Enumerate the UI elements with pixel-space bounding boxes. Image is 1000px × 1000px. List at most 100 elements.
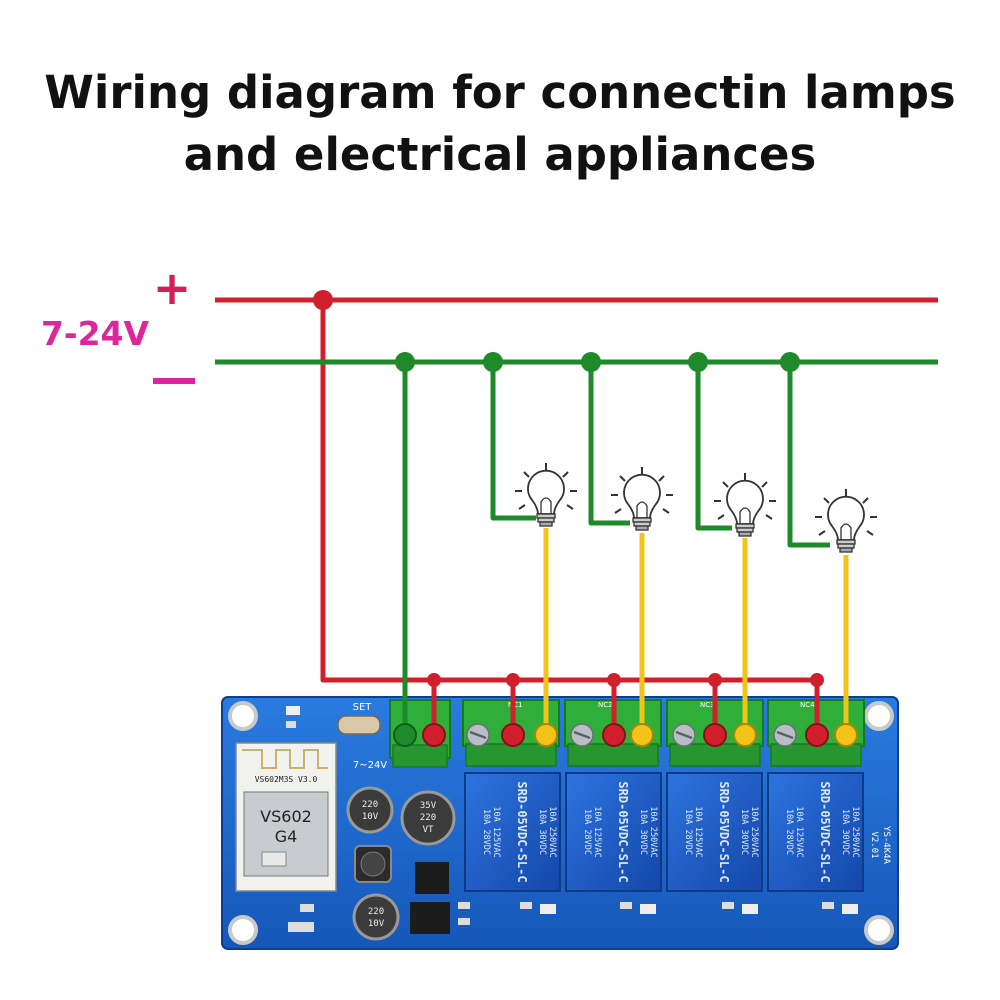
junction-dot [427,673,441,687]
relay-spec: 10A 250VAC [648,806,658,857]
junction-dot [810,673,824,687]
version-label: YS-4K4A V2.01 [869,826,891,865]
power-terminal-block [389,699,451,768]
module-id-text: VS602M3S V3.0 [255,775,318,784]
terminal-points [393,723,858,747]
smd-part [620,902,632,909]
relay-spec: 10A 250VAC [547,806,557,857]
relay-spec: 10A 250VAC [749,806,759,857]
relay-spec: 10A 28VDC [683,809,693,855]
title-line-1: Wiring diagram for connectin lamps [44,66,956,119]
smd-led [842,904,858,914]
smd-part [520,902,532,909]
capacitor: 220 10V [352,893,400,941]
set-label: SET [353,702,373,713]
channel-label: NC4 [800,701,815,709]
junction-dot [780,352,800,372]
module-sub: G4 [275,827,298,846]
terminal-screw[interactable] [671,722,697,748]
junction-dot [506,673,520,687]
smd-part [458,918,470,925]
smd-led [640,904,656,914]
capacitor: 220 10V [346,786,394,834]
positive-feed-wire [320,300,817,683]
cap2-line3: VT [423,825,434,835]
relay-model: SRD-05VDC-SL-C [818,781,832,882]
terminal-point-common[interactable] [805,723,829,747]
relay-model: SRD-05VDC-SL-C [515,781,529,882]
regulator-chip [410,902,450,934]
terminal-point-common[interactable] [501,723,525,747]
plus-label: + [153,261,192,315]
capacitor: 35V 220 VT [400,790,456,846]
negative-wiring [215,359,938,733]
smd-led [540,904,556,914]
smd-part [722,902,734,909]
channel-label: NC2 [598,701,613,709]
terminal-point-negative[interactable] [393,723,417,747]
relay-spec: 10A 125VAC [794,806,804,857]
negative-junctions [395,352,800,372]
terminal-point-no[interactable] [733,723,757,747]
version-line1: YS-4K4A [881,826,891,865]
relay-spec: 10A 125VAC [491,806,501,857]
junction-dot [708,673,722,687]
smd-part [458,902,470,909]
junction-dot [607,673,621,687]
terminal-point-no[interactable] [534,723,558,747]
channel-label: NC3 [700,701,715,709]
terminal-screw[interactable] [465,722,491,748]
relay-spec: 10A 250VAC [850,806,860,857]
voltage-label: 7-24V [41,314,150,353]
relay-model: SRD-05VDC-SL-C [616,781,630,882]
relay-spec: 10A 30VDC [739,809,749,855]
smd-part [822,902,834,909]
relay-spec: 10A 28VDC [582,809,592,855]
load-wiring [543,528,849,733]
relay-spec: 10A 30VDC [537,809,547,855]
cap2-line1: 35V [420,801,437,811]
relay [565,772,662,892]
smd-led [742,904,758,914]
relay-spec: 10A 28VDC [481,809,491,855]
terminal-point-common[interactable] [703,723,727,747]
diagram-title: Wiring diagram for connectin lamps and e… [0,62,1000,186]
positive-junctions [313,290,824,687]
version-line2: V2.01 [869,831,879,858]
terminal-screw[interactable] [569,722,595,748]
relay [666,772,763,892]
relay-model: SRD-05VDC-SL-C [717,781,731,882]
junction-dot [313,290,333,310]
terminal-point-no[interactable] [834,723,858,747]
cap2-line2: 220 [420,813,436,823]
mounting-hole [864,701,894,731]
terminal-screw[interactable] [772,722,798,748]
junction-dot [483,352,503,372]
smd-part [288,922,314,932]
lamp-return-wire [695,362,732,531]
set-button[interactable]: SET [337,702,381,735]
terminal-point-positive[interactable] [422,723,446,747]
relay-channel-1: NC1 10A 250VAC 10A 30VDC SRD-05VDC-SL-C … [462,699,561,914]
power-label: 7~24V [353,760,387,771]
inductor-core [360,851,386,877]
relay [767,772,864,892]
relay [464,772,561,892]
module-name: VS602 [260,807,312,826]
cap1-line2: 10V [362,812,379,822]
smd-part [286,721,296,728]
relay-spec: 10A 30VDC [638,809,648,855]
relay-spec: 10A 125VAC [693,806,703,857]
cap3-line2: 10V [368,919,385,929]
minus-symbol [153,378,195,384]
relay-spec: 10A 30VDC [840,809,850,855]
lamp-return-wire [787,362,830,548]
relay-spec: 10A 125VAC [592,806,602,857]
mounting-hole [228,701,258,731]
terminal-point-common[interactable] [602,723,626,747]
terminal-point-no[interactable] [630,723,654,747]
relay-spec: 10A 28VDC [784,809,794,855]
lamp-return-wire [490,362,536,521]
junction-dot [581,352,601,372]
